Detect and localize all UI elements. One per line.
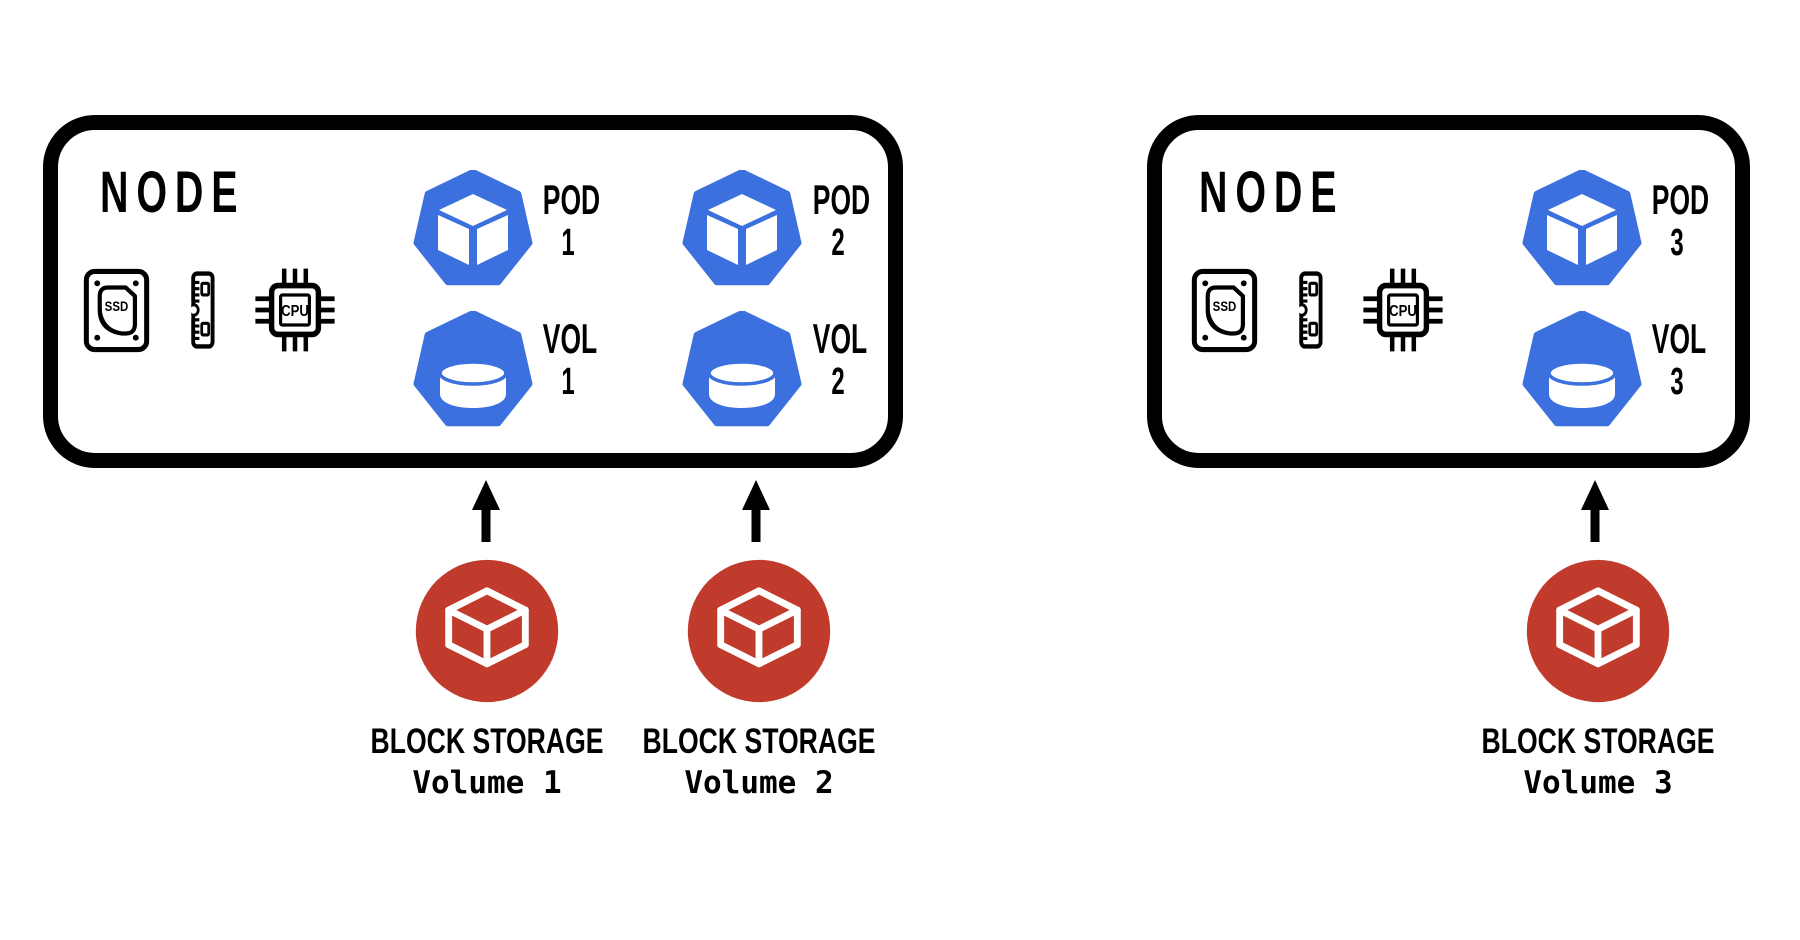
- ssd-icon: SSD: [83, 268, 150, 353]
- ram-icon: [187, 270, 218, 350]
- pod-label-number: 1: [561, 222, 575, 264]
- node-2-container: [1147, 115, 1750, 468]
- pod-label-text: POD: [542, 176, 601, 223]
- volume-label-number: 3: [1670, 361, 1684, 403]
- cpu-icon: CPU: [250, 263, 340, 357]
- volume-icon: [682, 311, 802, 431]
- cpu-icon-label: CPU: [1389, 303, 1417, 320]
- pod-icon: [682, 170, 802, 290]
- volume-label-text: VOL: [542, 315, 598, 362]
- ssd-icon-label: SSD: [104, 298, 129, 314]
- cpu-icon: CPU: [1358, 263, 1448, 357]
- block-storage-volume: Volume 1: [412, 765, 562, 801]
- volume-icon: [413, 311, 533, 431]
- node-1-title: NODE: [100, 160, 246, 225]
- arrow-up-icon: [468, 480, 504, 542]
- pod-label-text: POD: [1651, 176, 1710, 223]
- block-storage-volume: Volume 3: [1523, 765, 1673, 801]
- pod-icon: [1522, 170, 1642, 290]
- volume-label-number: 1: [561, 361, 575, 403]
- pod-label-number: 3: [1670, 222, 1684, 264]
- ssd-icon-label: SSD: [1212, 298, 1237, 314]
- block-storage-title: BLOCK STORAGE: [642, 722, 876, 761]
- block-storage-volume: Volume 2: [684, 765, 834, 801]
- cpu-icon-label: CPU: [281, 303, 309, 320]
- block-storage-label: BLOCK STORAGE Volume 2: [599, 723, 919, 801]
- block-storage-icon: [1525, 558, 1671, 704]
- pod-label-text: POD: [812, 176, 871, 223]
- ram-icon: [1295, 270, 1326, 350]
- node-2-title: NODE: [1199, 160, 1345, 225]
- volume-label-text: VOL: [1651, 315, 1707, 362]
- pod-label: POD 1: [542, 176, 601, 264]
- volume-label: VOL 3: [1651, 315, 1707, 403]
- block-storage-icon: [686, 558, 832, 704]
- arrow-up-icon: [1577, 480, 1613, 542]
- block-storage-label: BLOCK STORAGE Volume 1: [327, 723, 647, 801]
- volume-label-number: 2: [831, 361, 845, 403]
- pod-label: POD 3: [1651, 176, 1710, 264]
- block-storage-icon: [414, 558, 560, 704]
- block-storage-title: BLOCK STORAGE: [1481, 722, 1715, 761]
- block-storage-title: BLOCK STORAGE: [370, 722, 604, 761]
- ssd-icon: SSD: [1191, 268, 1258, 353]
- volume-label: VOL 1: [542, 315, 598, 403]
- volume-label: VOL 2: [812, 315, 868, 403]
- volume-icon: [1522, 311, 1642, 431]
- pod-icon: [413, 170, 533, 290]
- pod-label-number: 2: [831, 222, 845, 264]
- volume-label-text: VOL: [812, 315, 868, 362]
- block-storage-label: BLOCK STORAGE Volume 3: [1438, 723, 1758, 801]
- arrow-up-icon: [738, 480, 774, 542]
- pod-label: POD 2: [812, 176, 871, 264]
